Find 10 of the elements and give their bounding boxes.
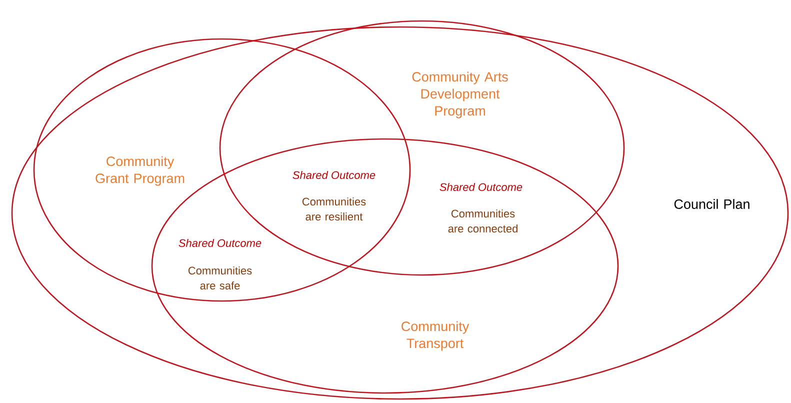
outcome-heading: Shared Outcome [440, 182, 522, 192]
circle-label: Community Grant Program [96, 156, 184, 186]
outcome-text: Communities are connected [448, 209, 518, 233]
circle-label: Community Transport [402, 321, 470, 351]
outcome-heading: Shared Outcome [292, 170, 376, 180]
outcome-text: Communities are safe [188, 266, 252, 290]
outcome-heading: Shared Outcome [178, 238, 262, 248]
outcome-text: Communities are resilient [302, 197, 366, 221]
circle-label: Community Arts Development Program [412, 72, 508, 118]
circle-label: Council Plan [674, 199, 750, 209]
